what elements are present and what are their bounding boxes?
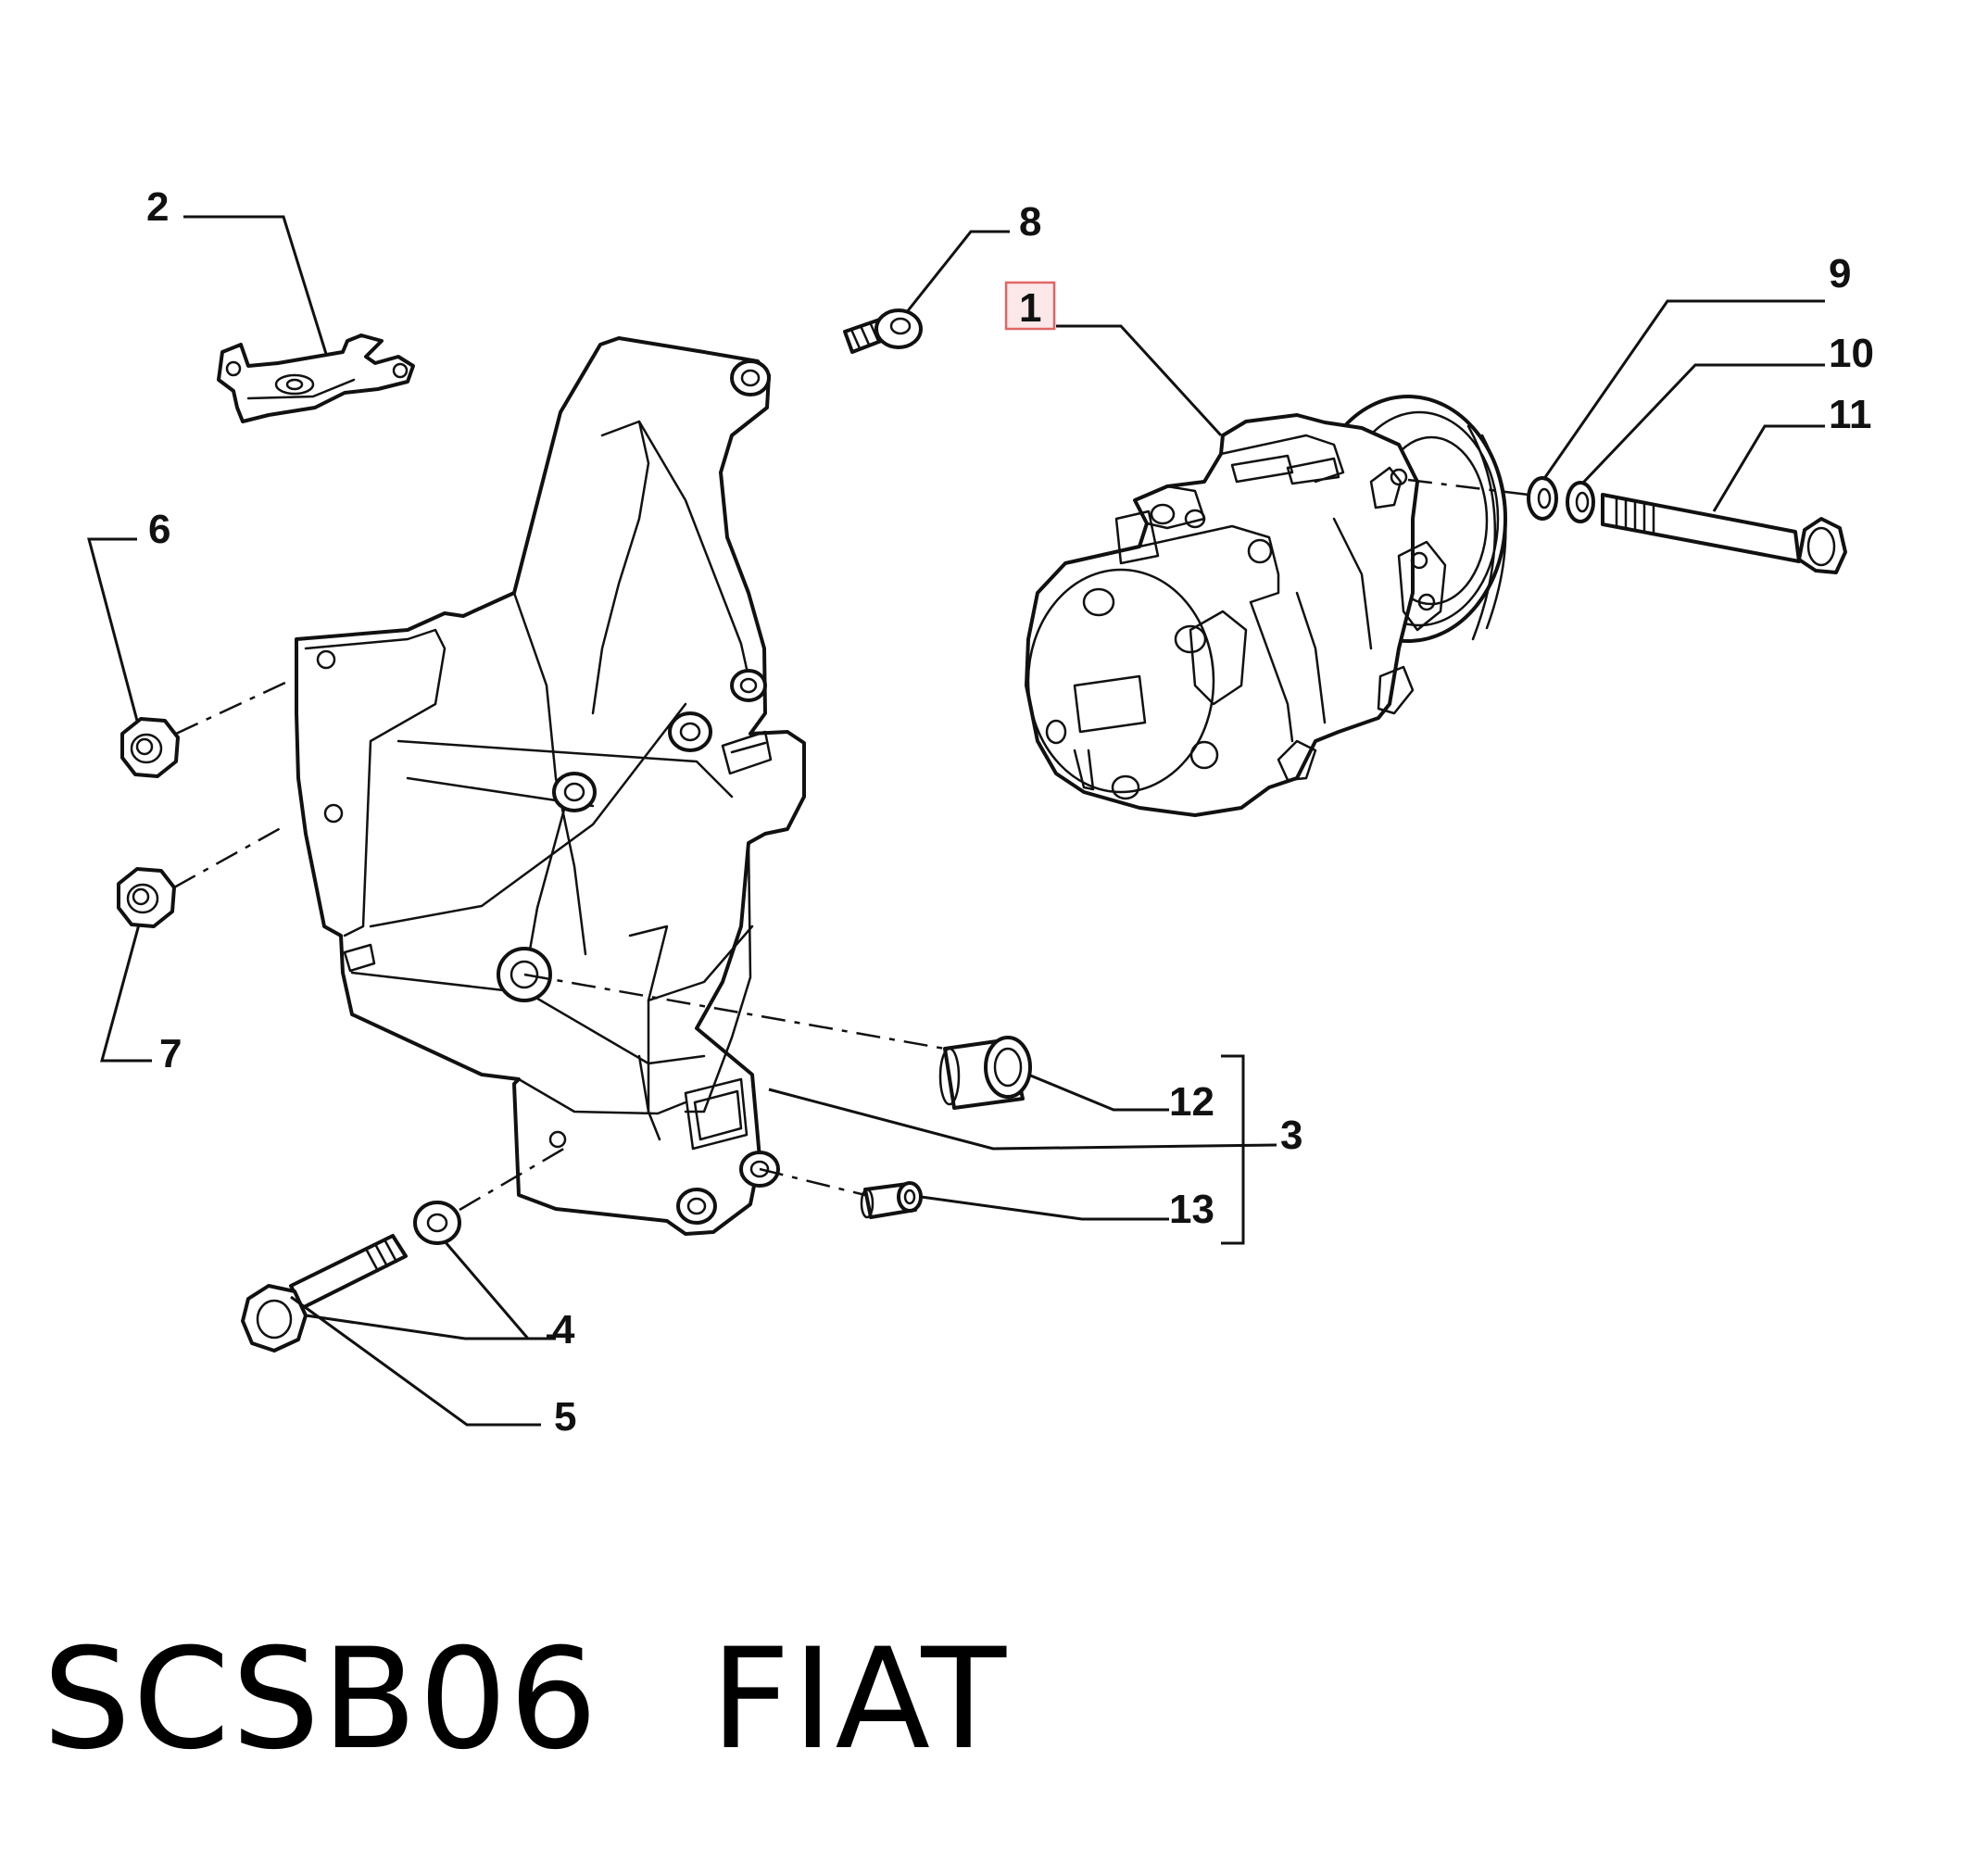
alignment-lines <box>173 478 1529 1212</box>
part-1-compressor[interactable] <box>1025 395 1507 817</box>
part-3-support-bracket[interactable] <box>295 336 806 1236</box>
part-10-washer[interactable] <box>1566 481 1595 523</box>
part-7-nut[interactable] <box>117 867 176 928</box>
caption-brand: FIAT <box>710 1619 1009 1780</box>
label-13[interactable]: 13 <box>1169 1187 1214 1232</box>
label-9[interactable]: 9 <box>1829 251 1851 296</box>
label-6[interactable]: 6 <box>148 507 170 552</box>
label-11[interactable]: 11 <box>1829 392 1872 437</box>
label-4[interactable]: 4 <box>552 1307 575 1352</box>
label-8[interactable]: 8 <box>1019 199 1041 245</box>
leader-lines <box>87 215 1825 1427</box>
part-6-nut[interactable] <box>120 717 180 778</box>
label-10[interactable]: 10 <box>1829 331 1874 376</box>
part-4-washer[interactable] <box>413 1201 461 1245</box>
part-5-bolt[interactable] <box>241 1234 408 1352</box>
caption-code: SCSB06 <box>43 1619 599 1780</box>
label-2[interactable]: 2 <box>146 184 169 230</box>
label-3[interactable]: 3 <box>1280 1113 1302 1158</box>
part-13-dowel[interactable] <box>860 1181 923 1219</box>
part-2-bracket[interactable] <box>217 333 415 423</box>
part-9-washer[interactable] <box>1527 476 1558 521</box>
label-12[interactable]: 12 <box>1169 1079 1214 1125</box>
part-12-bushing[interactable] <box>938 1036 1032 1110</box>
label-1[interactable]: 1 <box>1019 285 1041 331</box>
label-5[interactable]: 5 <box>554 1394 576 1440</box>
label-7[interactable]: 7 <box>159 1031 182 1076</box>
part-11-bolt[interactable] <box>1601 493 1847 574</box>
callout-labels: 1 2 3 4 5 6 7 8 9 10 11 12 13 <box>146 184 1874 1440</box>
label-1-highlight <box>1004 281 1056 331</box>
part-8-screw[interactable] <box>843 308 923 354</box>
